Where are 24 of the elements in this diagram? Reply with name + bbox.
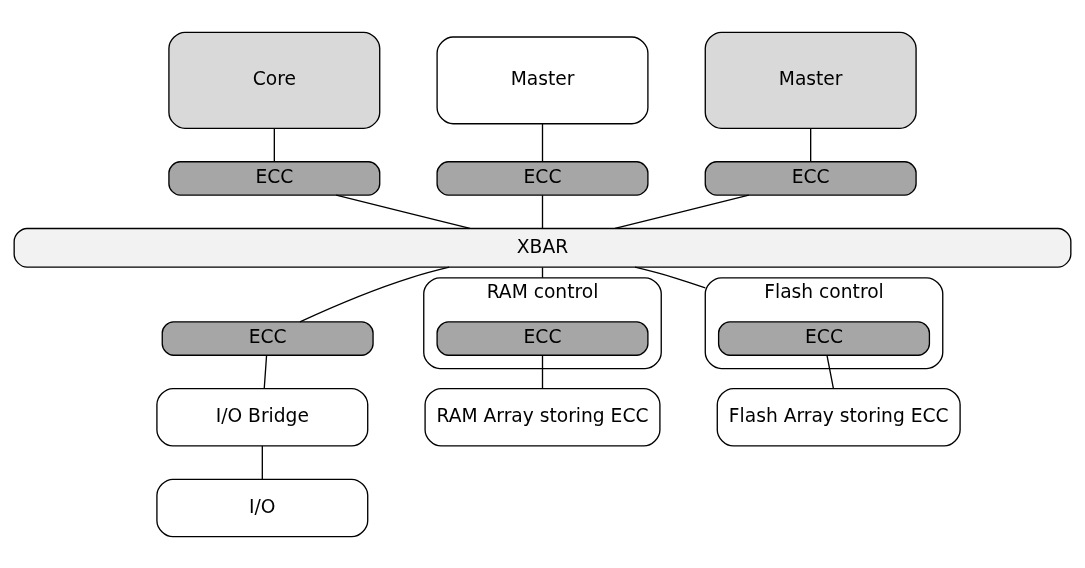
connector — [541, 194, 544, 229]
node-box: ECC — [436, 320, 649, 356]
node-box: ECC — [717, 320, 931, 356]
node-box: I/O Bridge — [156, 387, 369, 447]
node-box: Master — [436, 35, 649, 124]
connector — [261, 444, 263, 480]
connector — [810, 127, 812, 162]
node-box: XBAR — [13, 227, 1072, 268]
node-box: I/O — [156, 478, 369, 537]
node-box: Flash Array storing ECC — [716, 387, 961, 447]
connector — [263, 354, 268, 389]
node-box: ECC — [436, 160, 649, 196]
connector — [826, 354, 835, 389]
node-box: ECC — [161, 320, 374, 356]
connector — [273, 127, 275, 162]
node-box: RAM Array storing ECC — [424, 387, 661, 447]
connector — [541, 122, 544, 162]
node-box: Core — [168, 31, 381, 129]
node-box: ECC — [704, 160, 917, 196]
connector — [614, 194, 750, 229]
node-box: Master — [704, 31, 917, 129]
connector — [541, 354, 544, 389]
connector — [335, 194, 471, 229]
node-box: ECC — [168, 160, 381, 196]
